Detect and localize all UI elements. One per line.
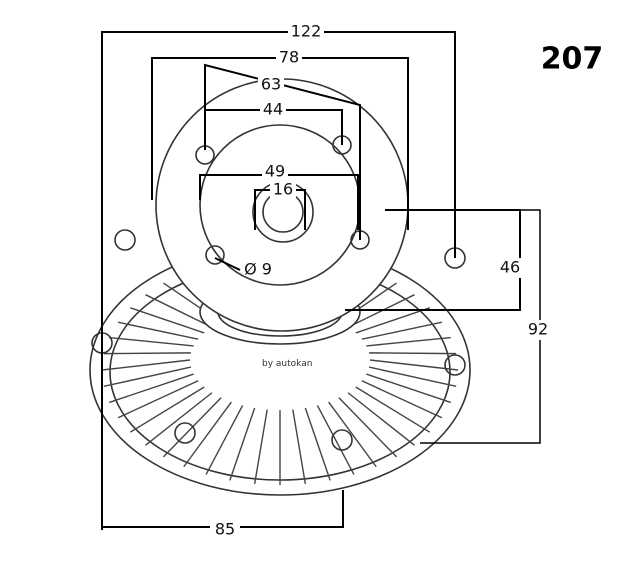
fin: [117, 321, 199, 340]
fin: [369, 352, 457, 355]
dimension-labels: 122 78 63 44 49 16 Ø 9 46 92 85: [210, 22, 553, 540]
fin: [369, 359, 459, 371]
dim-92: 92: [528, 320, 548, 339]
dim-122: 122: [291, 22, 322, 41]
fin: [130, 307, 205, 334]
fin: [109, 336, 194, 347]
fin: [368, 366, 457, 388]
fin: [304, 407, 331, 481]
fin: [101, 359, 191, 371]
fin: [117, 380, 199, 419]
fin: [292, 409, 307, 484]
fin: [145, 294, 213, 328]
fin: [162, 397, 222, 458]
fin: [355, 307, 430, 334]
dim-85: 85: [215, 520, 235, 539]
fin: [338, 397, 398, 458]
fin: [253, 409, 268, 484]
fin: [328, 401, 377, 468]
dim-16: 16: [273, 180, 293, 199]
fin: [145, 392, 213, 446]
dim-hole-9: Ø 9: [244, 260, 272, 279]
fin: [103, 366, 192, 388]
dim-63: 63: [261, 75, 281, 94]
part-number: 207: [541, 42, 604, 77]
fin: [361, 321, 443, 340]
fin: [129, 386, 205, 433]
fin: [361, 380, 443, 419]
fin: [355, 386, 431, 433]
dim-49: 49: [265, 162, 285, 181]
dim-78: 78: [279, 48, 299, 67]
fin: [205, 405, 244, 475]
fin: [347, 392, 415, 446]
dim-46: 46: [500, 258, 520, 277]
fin: [316, 405, 355, 475]
fin: [103, 352, 191, 355]
fin: [366, 336, 451, 347]
fin: [229, 407, 256, 481]
fin: [183, 401, 232, 468]
dim-44: 44: [263, 100, 283, 119]
watermark-text: by autokan: [262, 359, 312, 369]
fin: [108, 373, 194, 404]
fin: [366, 373, 452, 404]
